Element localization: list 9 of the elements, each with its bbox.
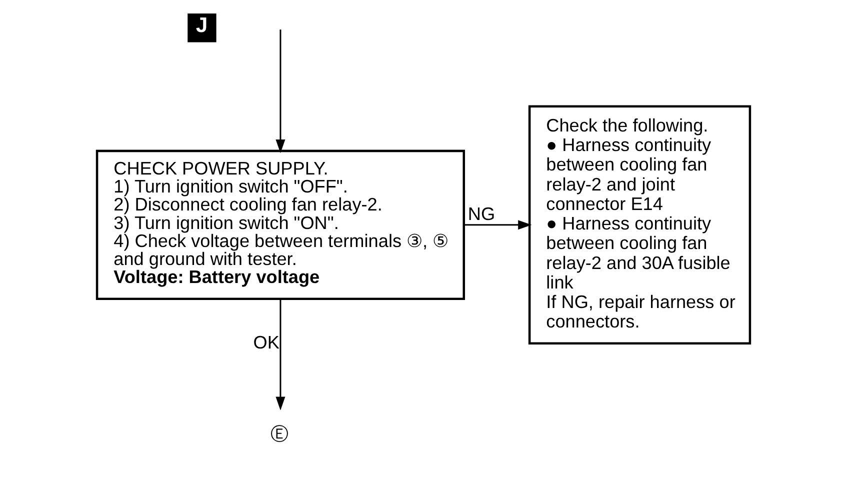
edge-label: NG	[467, 204, 495, 224]
node-text: Ⓔ	[270, 424, 288, 444]
arrow	[275, 30, 285, 154]
node-box: Check the following. ● Harness continuity between cooling fan relay-2 and joint connector E14 ● Harness continuity between cooling fan relay-2 and 30A fusible link If NG, repair harness or connectors.	[528, 105, 751, 345]
edge-label: OK	[252, 332, 279, 352]
arrow	[275, 299, 285, 410]
label: J	[195, 14, 208, 37]
arrow	[464, 220, 532, 230]
node-box: CHECK POWER SUPPLY. 1) Turn ignition switch "OFF". 2) Disconnect cooling fan relay-2. 3) Turn ignition switch "ON". 4) Check voltage between terminals ③, ⑤ and ground with tester. Voltage: Battery voltage	[95, 150, 465, 300]
